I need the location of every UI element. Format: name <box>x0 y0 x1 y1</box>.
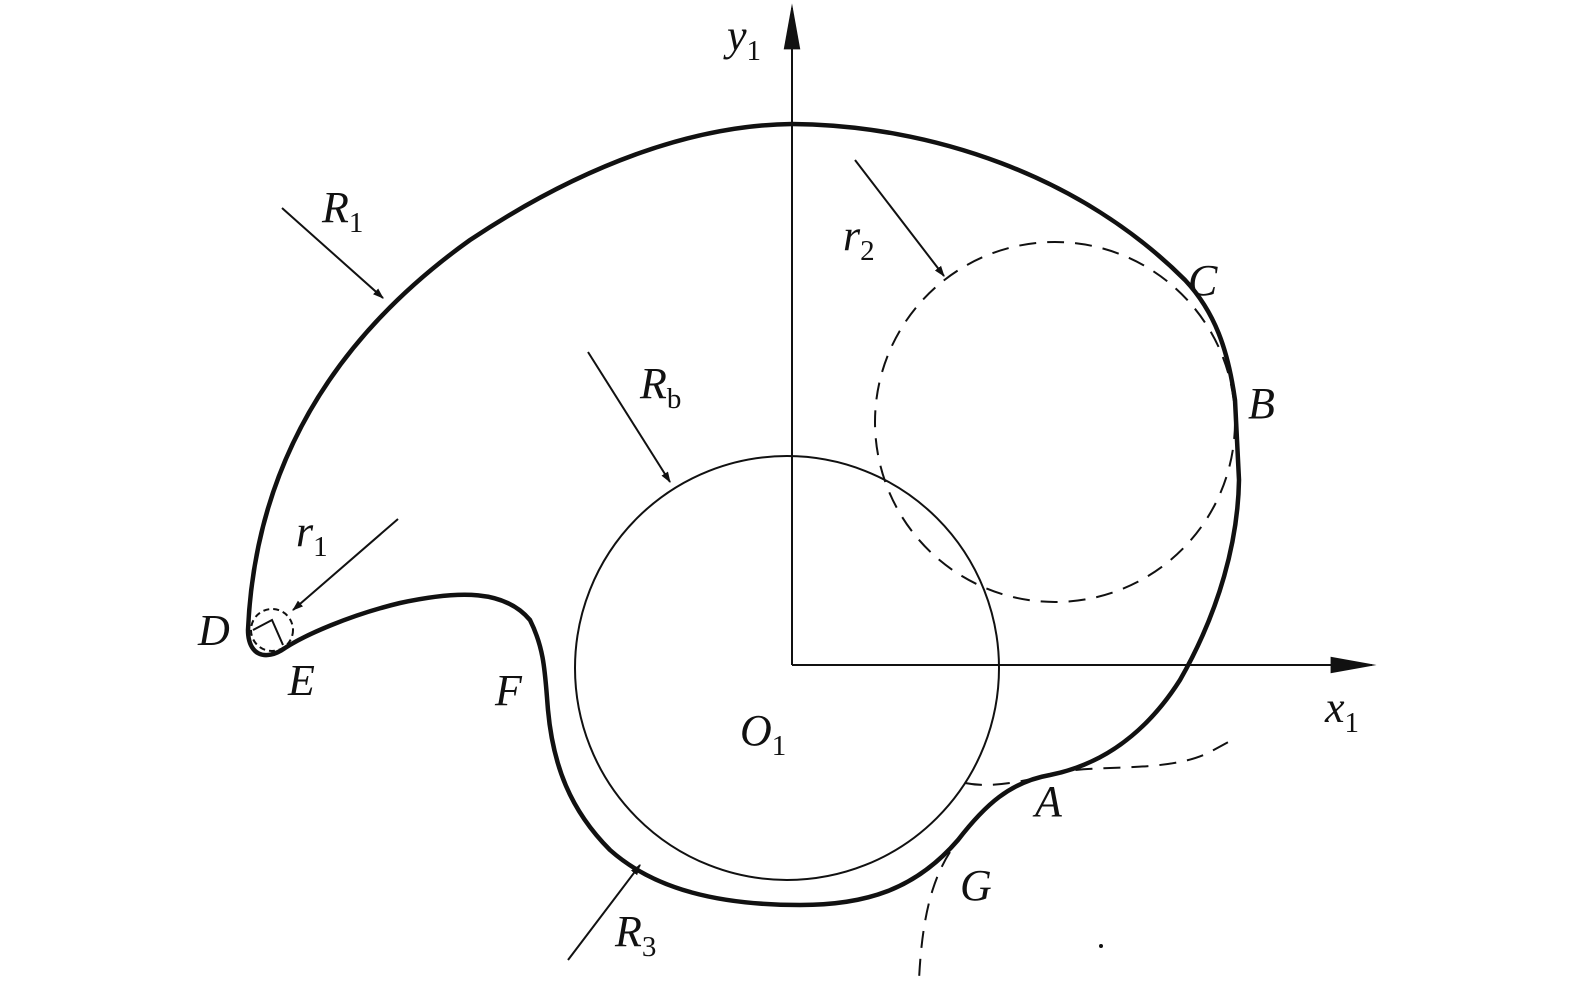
dashed-curve-g <box>918 851 951 981</box>
point-label-a: A <box>1032 777 1063 826</box>
radius-label-r1-small: r1 <box>296 507 328 563</box>
r1-radius-lines <box>252 618 284 646</box>
cam-profile-curve <box>245 121 1242 908</box>
x-axis-label: x1 <box>1324 683 1359 739</box>
dashed-circle-r2 <box>874 241 1236 603</box>
r1-big-leader-arrow <box>281 207 384 299</box>
radius-label-r3: R3 <box>614 907 656 963</box>
r3-leader-arrow <box>567 864 641 961</box>
point-label-f: F <box>494 666 523 715</box>
stray-dot <box>1099 944 1103 948</box>
point-label-c: C <box>1188 256 1218 305</box>
point-label-d: D <box>197 606 230 655</box>
y-axis-label: y1 <box>723 11 761 67</box>
r1-small-leader-arrow <box>292 518 399 611</box>
point-label-g: G <box>960 861 992 910</box>
dashed-circle-r1 <box>250 608 294 652</box>
dashed-curve-a <box>964 739 1233 786</box>
point-label-b: B <box>1248 379 1275 428</box>
r2-leader-arrow <box>854 159 945 277</box>
base-circle-rb <box>574 455 1000 881</box>
rb-leader-arrow <box>587 351 671 483</box>
radius-label-r1-big: R1 <box>321 183 363 239</box>
origin-label: O1 <box>740 706 786 762</box>
point-label-e: E <box>287 656 315 705</box>
radius-label-rb: Rb <box>639 359 681 415</box>
radius-label-r2: r2 <box>843 211 875 267</box>
